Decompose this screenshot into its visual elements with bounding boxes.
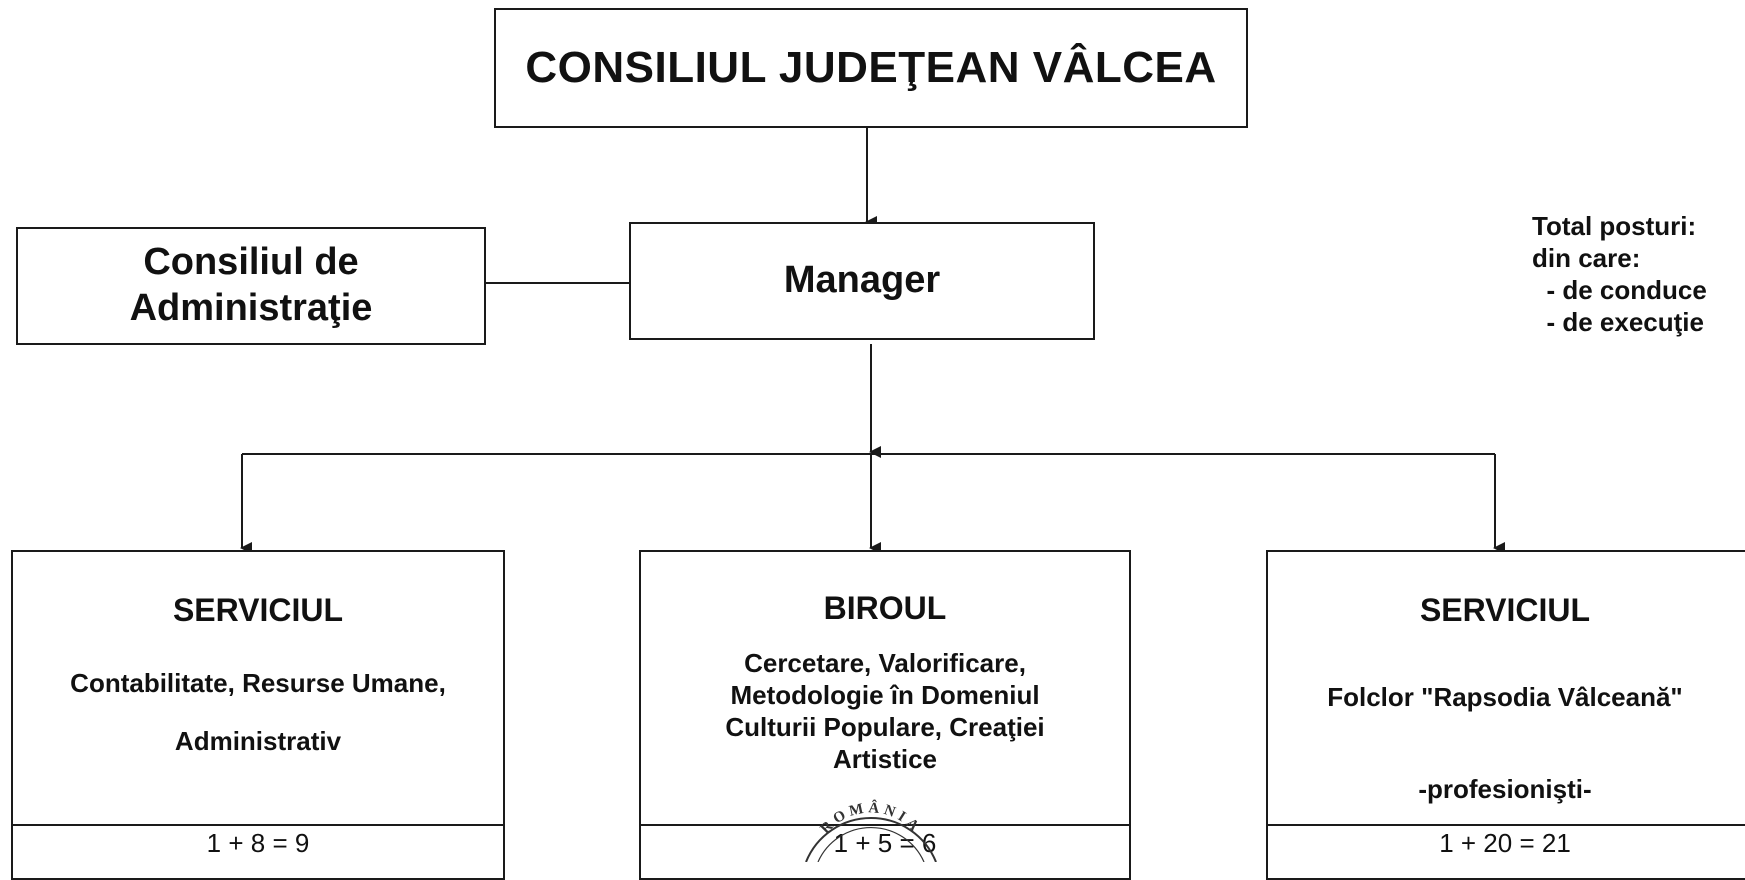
totals-summary: Total posturi: din care: - de conduce - …: [1532, 210, 1707, 338]
totals-line4: - de execuţie: [1532, 307, 1704, 337]
official-stamp: ROMÂNIA: [805, 799, 937, 862]
department-name-line: Contabilitate, Resurse Umane,: [70, 668, 446, 698]
department-name-line: Cercetare, Valorificare,: [744, 648, 1026, 678]
post-count: 1 + 20 = 21: [1439, 828, 1571, 858]
department-heading: BIROUL: [823, 590, 947, 626]
manager-box: Manager: [629, 222, 1095, 340]
count-divider: [1268, 824, 1745, 826]
connector-lines: [240, 127, 1505, 554]
department-box-research: BIROUL Cercetare, Valorificare, Metodolo…: [639, 550, 1131, 880]
department-heading: SERVICIUL: [1419, 592, 1591, 628]
totals-line2: din care:: [1532, 243, 1641, 273]
totals-line1: Total posturi:: [1532, 211, 1697, 241]
council-title: CONSILIUL JUDEŢEAN VÂLCEA: [525, 43, 1217, 92]
department-name-line: -profesionişti-: [1418, 774, 1592, 804]
post-count: 1 + 8 = 9: [206, 828, 310, 858]
department-heading: SERVICIUL: [172, 592, 344, 628]
department-name-line: Administrativ: [174, 726, 342, 756]
totals-line3: - de conduce: [1532, 275, 1707, 305]
count-divider: [641, 824, 1129, 826]
board-label-line2: Administraţie: [129, 287, 373, 329]
department-box-folklore: SERVICIUL Folclor "Rapsodia Vâlceană" -p…: [1266, 550, 1745, 880]
council-title-box: CONSILIUL JUDEŢEAN VÂLCEA: [494, 8, 1248, 128]
department-name-line: Folclor "Rapsodia Vâlceană": [1327, 682, 1683, 712]
board-label-line1: Consiliul de: [143, 241, 359, 284]
department-box-accounting: SERVICIUL Contabilitate, Resurse Umane, …: [11, 550, 505, 880]
department-name-line: Artistice: [832, 744, 938, 774]
board-box: Consiliul de Administraţie: [16, 227, 486, 345]
department-name-line: Metodologie în Domeniul: [730, 680, 1040, 710]
department-name-line: Culturii Populare, Creaţiei: [725, 712, 1045, 742]
manager-label: Manager: [783, 259, 941, 302]
count-divider: [13, 824, 503, 826]
